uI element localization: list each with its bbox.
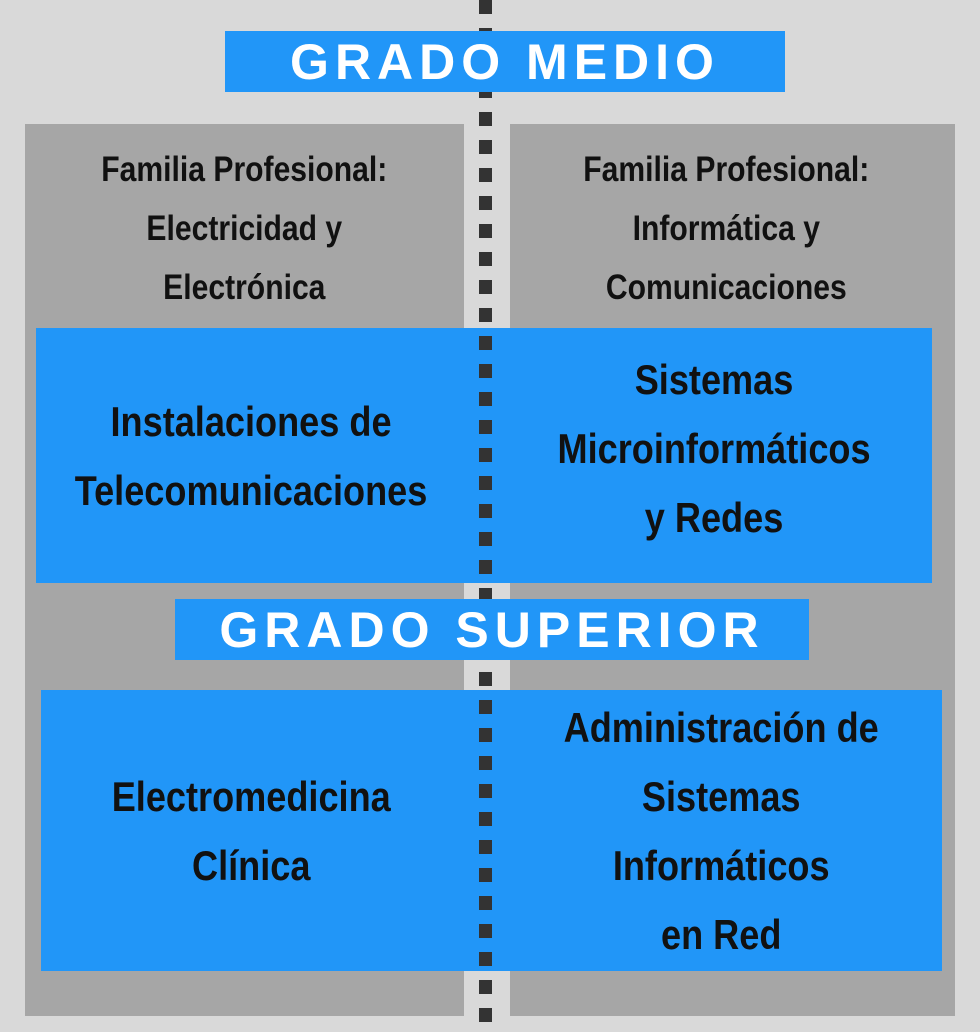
grado-superior-title: GRADO SUPERIOR	[219, 601, 765, 658]
grado-medio-title: GRADO MEDIO	[290, 33, 720, 90]
course-instalaciones-telecomunicaciones: Instalaciones de Telecomunicaciones	[74, 397, 428, 514]
center-dashed-divider	[479, 0, 492, 1032]
course-administracion-sistemas: Administración de Sistemas Informáticos …	[563, 703, 879, 958]
grado-medio-banner: GRADO MEDIO	[225, 31, 785, 92]
grado-superior-banner: GRADO SUPERIOR	[175, 599, 809, 660]
family-heading-informatica: Familia Profesional: Informática y Comun…	[582, 149, 870, 307]
course-electromedicina-clinica: Electromedicina Clínica	[111, 772, 391, 889]
course-sistemas-microinformaticos: Sistemas Microinformáticos y Redes	[557, 355, 871, 541]
family-heading-electricidad: Familia Profesional: Electricidad y Elec…	[101, 149, 388, 307]
